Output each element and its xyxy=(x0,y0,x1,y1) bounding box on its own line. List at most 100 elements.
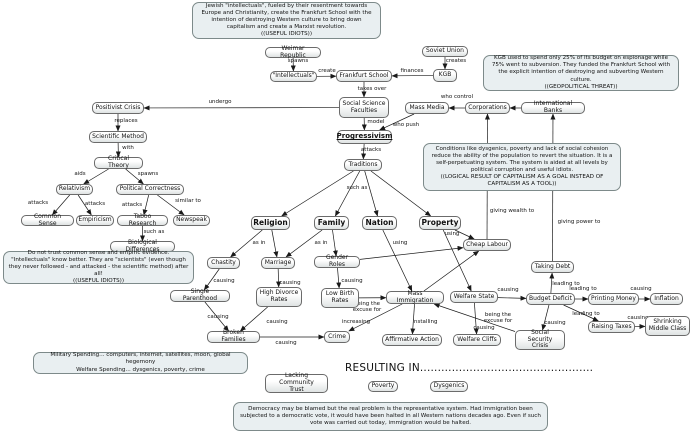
node-highdivorce: High Divorce Rates xyxy=(256,287,302,307)
edge-massimm-to-affirmative xyxy=(410,303,416,335)
node-pc: Political Correctness xyxy=(116,184,184,195)
edge-label-brokenfam-to-crime: causing xyxy=(275,339,297,346)
edge-label-takingdebt-to-intbanks: giving power to xyxy=(557,218,601,225)
edge-label-raisingtaxes-to-shrinking: causing xyxy=(627,314,649,321)
node-marriage: Marriage xyxy=(261,257,295,269)
edge-label-traditions-to-religion: such as xyxy=(346,184,368,191)
edge-label-printingmoney-to-inflation: causing xyxy=(630,285,652,292)
note-democracy: Democracy may be blamed but the real pro… xyxy=(233,402,548,431)
edge-pc-to-taboo xyxy=(142,194,150,216)
node-traditions: Traditions xyxy=(344,159,382,171)
edge-label-critical-to-relativism: aids xyxy=(74,170,86,177)
node-brokenfam: Broken Families xyxy=(207,329,260,343)
node-cheaplabour: Cheap Labour xyxy=(463,239,511,251)
note-conditions: Conditions like dysgenics, poverty and l… xyxy=(423,143,621,191)
note-spending: Military Spending... computers, internet… xyxy=(33,352,248,374)
node-property: Property xyxy=(419,216,461,230)
edge-progressivism-to-traditions xyxy=(361,143,367,160)
node-dysgenics: Dysgenics xyxy=(430,381,468,392)
edge-pc-to-newspeak xyxy=(157,194,185,216)
edge-socialsec-to-massimm xyxy=(433,303,516,332)
node-crime: Crime xyxy=(324,331,350,343)
edge-label-taboo-to-biodiff: such as xyxy=(143,228,165,235)
edge-relativism-to-empiricism xyxy=(77,194,92,216)
edge-label-singleparent-to-brokenfam: causing xyxy=(207,313,229,320)
edge-critical-to-relativism xyxy=(83,168,109,185)
note-trust: Do not trust common sense and empiric ev… xyxy=(3,250,194,284)
edge-label-frankfurt-to-ssf: takes over xyxy=(357,85,387,92)
node-massmedia: Mass Media xyxy=(405,102,449,114)
node-positivist: Positivist Crisis xyxy=(92,102,144,114)
edge-label-positivist-to-scimethod: replaces xyxy=(114,117,138,124)
edge-label-genderroles-to-lowbirth: causing xyxy=(341,277,363,284)
edge-label-ssf-to-progressivism: model xyxy=(367,118,385,125)
node-printingmoney: Printing Money xyxy=(588,293,639,305)
node-socialsec: Social Security Crisis xyxy=(515,329,565,350)
edge-traditions-to-property xyxy=(370,170,432,217)
edge-chastity-to-singleparent xyxy=(203,268,220,291)
edge-nation-to-massimm xyxy=(382,229,413,292)
edge-traditions-to-nation xyxy=(364,170,379,217)
edge-traditions-to-family xyxy=(334,170,361,217)
node-frankfurt: Frankfurt School xyxy=(336,70,392,82)
edge-label-budgetdeficit-to-printingmoney: leading to xyxy=(569,285,597,292)
edge-label-highdivorce-to-brokenfam: causing xyxy=(266,318,288,325)
edge-label-massimm-to-crime: increasing xyxy=(341,318,371,325)
edge-property-to-welfarestate xyxy=(442,229,472,292)
node-intellectuals: "Intellectuals" xyxy=(270,71,317,82)
node-budgetdeficit: Budget Deficit xyxy=(526,293,575,305)
edge-label-progressivism-to-traditions: attacks xyxy=(360,146,382,153)
edge-label-weimar-to-intellectuals: spawns xyxy=(287,57,309,64)
edge-label-massmedia-to-progressivism: who push xyxy=(392,121,420,128)
edge-label-welfarestate-to-welfarecliffs: causing xyxy=(473,324,495,331)
edge-label-intellectuals-to-frankfurt: create xyxy=(318,67,336,74)
node-relativism: Relativism xyxy=(56,184,93,195)
node-genderroles: Gender Roles xyxy=(314,254,360,268)
edge-label-soviet-to-kgb: creates xyxy=(445,57,467,64)
node-affirmative: Affirmative Action xyxy=(382,334,442,346)
edge-religion-to-chastity xyxy=(230,229,263,258)
edge-label-budgetdeficit-to-socialsec: causing xyxy=(544,319,566,326)
edge-label-kgb-to-frankfurt: finances xyxy=(400,67,424,74)
node-kgb: KGB xyxy=(433,69,457,82)
edge-budgetdeficit-to-raisingtaxes xyxy=(563,304,599,322)
edge-relativism-to-commonsense xyxy=(51,194,70,216)
node-weimar: Weimar Republic xyxy=(265,45,321,58)
edge-label-cheaplabour-to-corporations: giving wealth to xyxy=(489,207,535,214)
edge-budgetdeficit-to-socialsec xyxy=(541,304,550,331)
edge-marriage-to-highdivorce xyxy=(276,268,282,288)
edge-label-scimethod-to-critical: with xyxy=(122,144,134,151)
node-lowbirth: Low Birth Rates xyxy=(321,288,359,308)
node-poverty: Poverty xyxy=(368,381,398,392)
edge-label-critical-to-pc: spawns xyxy=(137,170,159,177)
edge-label-budgetdeficit-to-takingdebt: leading to xyxy=(552,280,580,287)
edge-religion-to-marriage xyxy=(271,229,279,258)
edge-label-pc-to-taboo: attacks xyxy=(121,201,143,208)
node-massimm: Mass Immigration xyxy=(386,290,444,304)
note-intro: Jewish "intellectuals", fueled by their … xyxy=(192,2,381,39)
node-religion: Religion xyxy=(251,216,290,230)
edge-family-to-genderroles xyxy=(332,229,338,257)
edge-critical-to-pc xyxy=(125,168,144,185)
edge-massimm-to-crime xyxy=(348,303,403,332)
edge-label-ssf-to-positivist: undergo xyxy=(208,98,232,105)
node-inflation: Inflation xyxy=(650,293,683,305)
edge-label-religion-to-chastity: as in xyxy=(252,239,266,246)
node-nation: Nation xyxy=(362,216,397,230)
node-lacking: Lacking Community Trust xyxy=(265,373,328,393)
node-newspeak: Newspeak xyxy=(173,215,210,226)
edge-property-to-cheaplabour xyxy=(454,229,475,240)
edge-genderroles-to-cheaplabour xyxy=(359,245,464,260)
edge-label-marriage-to-highdivorce: causing xyxy=(279,279,301,286)
node-commonsense: Common Sense xyxy=(21,213,74,226)
edge-label-socialsec-to-massimm: being the excuse for xyxy=(483,311,513,324)
edge-label-budgetdeficit-to-raisingtaxes: leading to xyxy=(572,310,600,317)
node-intbanks: International Banks xyxy=(521,100,585,114)
node-chastity: Chastity xyxy=(207,257,240,269)
node-singleparent: Single Parenthood xyxy=(170,288,230,302)
edge-traditions-to-religion xyxy=(281,170,354,217)
edge-label-relativism-to-empiricism: attacks xyxy=(84,200,106,207)
edge-budgetdeficit-to-takingdebt xyxy=(549,272,555,294)
